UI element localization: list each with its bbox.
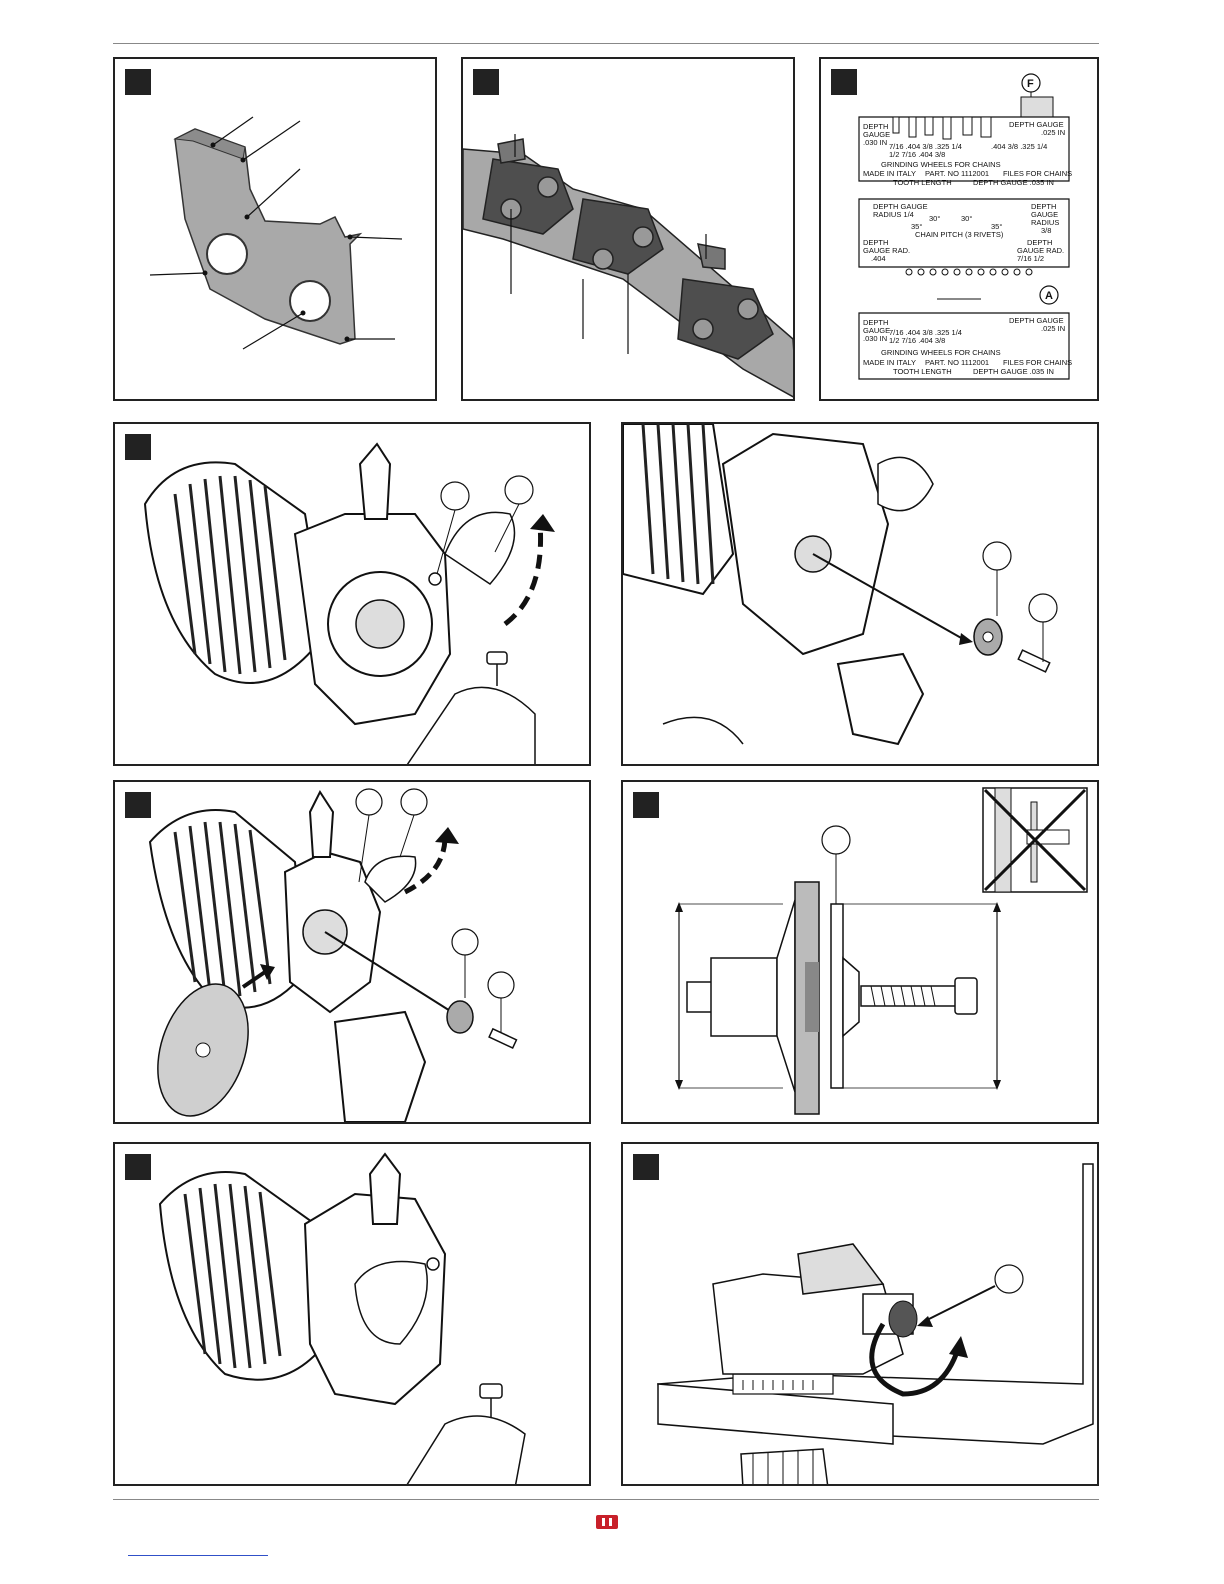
svg-text:7/16 1/2: 7/16 1/2	[1017, 254, 1044, 263]
saw-chain-illustration	[463, 134, 793, 398]
svg-text:RADIUS: RADIUS	[1031, 218, 1059, 227]
svg-text:GAUGE: GAUGE	[863, 130, 890, 139]
svg-text:GAUGE: GAUGE	[863, 326, 890, 335]
gauge-bottom-depth-bottom: DEPTH GAUGE .035 IN	[973, 367, 1054, 376]
figure-number-tag	[473, 69, 499, 95]
figure-panel-3: F DEPTH GAUGE .030 IN DEPTH GAUGE .025 I…	[819, 57, 1099, 401]
figure-panel-9	[621, 1142, 1099, 1486]
vise-adjust-knob-illustration	[657, 1163, 1094, 1484]
figure-panel-4	[113, 422, 591, 766]
gauge-mid-radius-right: DEPTH	[1031, 202, 1056, 211]
gauge-top-files: FILES FOR CHAINS	[1003, 169, 1072, 178]
gauge-top-pitches-1: 7/16 .404 3/8 .325 1/4	[889, 142, 962, 151]
figure-number-tag	[125, 69, 151, 95]
gauge-mid-chain-pitch: CHAIN PITCH (3 RIVETS)	[915, 230, 1004, 239]
callout-a: A	[1045, 290, 1053, 302]
top-rule	[113, 43, 1099, 44]
gauge-mid-radius-left: DEPTH GAUGE	[873, 202, 928, 211]
gauge-bottom-made-in: MADE IN ITALY	[863, 358, 916, 367]
replace-wheel-illustration	[148, 788, 518, 1122]
svg-text:GAUGE: GAUGE	[1031, 210, 1058, 219]
gauge-top-pitches-2: 1/2 7/16 .404 3/8	[889, 150, 945, 159]
gauge-bottom-grinding: GRINDING WHEELS FOR CHAINS	[881, 348, 1001, 357]
svg-text:.025 IN: .025 IN	[1041, 128, 1065, 137]
svg-text:3/8: 3/8	[1041, 226, 1051, 235]
gauge-top-tooth-length: TOOTH LENGTH	[893, 178, 952, 187]
svg-text:.030 IN: .030 IN	[863, 138, 887, 147]
depth-gauge-template-illustration: F DEPTH GAUGE .030 IN DEPTH GAUGE .025 I…	[858, 73, 1072, 380]
gauge-top-depth-left: DEPTH	[863, 122, 888, 131]
gauge-top-made-in: MADE IN ITALY	[863, 169, 916, 178]
figure-panel-2	[461, 57, 795, 401]
gauge-bottom-depth-right: DEPTH GAUGE	[1009, 316, 1064, 325]
gauge-top-pitches-right: .404 3/8 .325 1/4	[991, 142, 1047, 151]
gauge-top-depth-bottom: DEPTH GAUGE .035 IN	[973, 178, 1054, 187]
figure-panel-6	[113, 780, 591, 1124]
gauge-mid-angle-35b: 35°	[991, 222, 1002, 231]
figure-panel-1	[113, 57, 437, 401]
bottom-rule	[113, 1499, 1099, 1500]
gauge-top-grinding: GRINDING WHEELS FOR CHAINS	[881, 160, 1001, 169]
cutter-tooth-illustration	[149, 116, 403, 350]
svg-text:.404: .404	[871, 254, 886, 263]
wheel-mounting-cross-section	[675, 787, 1088, 1115]
gauge-bottom-tooth-length: TOOTH LENGTH	[893, 367, 952, 376]
gauge-bottom-depth-left: DEPTH	[863, 318, 888, 327]
figure-number-tag	[633, 1154, 659, 1180]
figure-number-tag	[831, 69, 857, 95]
figure-number-tag	[633, 792, 659, 818]
svg-text:GAUGE RAD.: GAUGE RAD.	[1017, 246, 1064, 255]
svg-text:GAUGE RAD.: GAUGE RAD.	[863, 246, 910, 255]
gauge-mid-angle-30a: 30°	[929, 214, 940, 223]
guard-closed-illustration	[158, 1152, 526, 1484]
brand-logo	[596, 1515, 618, 1529]
callout-f: F	[1027, 78, 1034, 90]
figure-number-tag	[125, 792, 151, 818]
svg-text:.025 IN: .025 IN	[1041, 324, 1065, 333]
gauge-top-part-no: PART. NO 1112001	[925, 169, 989, 178]
open-guard-illustration	[143, 442, 555, 764]
figure-panel-5	[621, 422, 1099, 766]
gauge-bottom-files: FILES FOR CHAINS	[1003, 358, 1072, 367]
remove-wheel-screw-illustration	[623, 424, 1058, 746]
gauge-bottom-part-no: PART. NO 1112001	[925, 358, 989, 367]
gauge-mid-rad-right: DEPTH	[1027, 238, 1052, 247]
svg-text:RADIUS 1/4: RADIUS 1/4	[873, 210, 914, 219]
gauge-mid-rad-left: DEPTH	[863, 238, 888, 247]
gauge-mid-angle-30b: 30°	[961, 214, 972, 223]
gauge-top-depth-right: DEPTH GAUGE	[1009, 120, 1064, 129]
figure-number-tag	[125, 1154, 151, 1180]
figure-panel-8	[113, 1142, 591, 1486]
svg-text:.030 IN: .030 IN	[863, 334, 887, 343]
footer-link-underline	[128, 1555, 268, 1556]
gauge-bottom-pitches-1: 7/16 .404 3/8 .325 1/4	[889, 328, 962, 337]
gauge-mid-angle-35a: 35°	[911, 222, 922, 231]
figure-panel-7	[621, 780, 1099, 1124]
figure-number-tag	[125, 434, 151, 460]
gauge-bottom-pitches-2: 1/2 7/16 .404 3/8	[889, 336, 945, 345]
